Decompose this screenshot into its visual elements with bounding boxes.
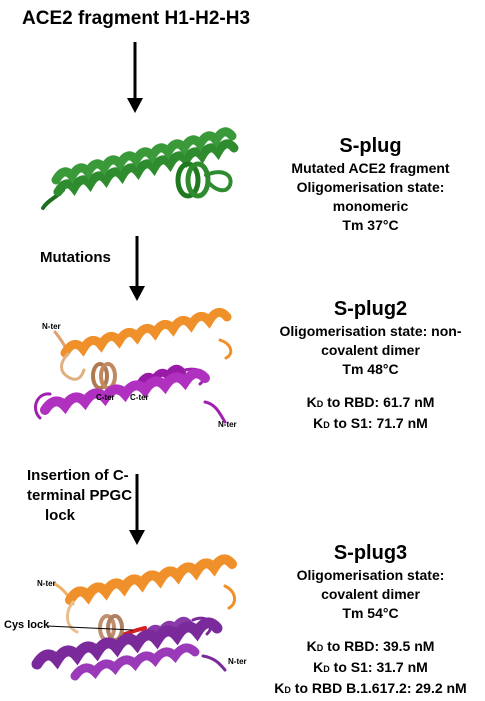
splug2-kd-s1: KD to S1: 71.7 nM — [313, 415, 428, 431]
splug2-cter-label-1: C-ter — [96, 393, 115, 402]
arrow-2 — [129, 236, 145, 301]
splug-name: S-plug — [339, 135, 402, 157]
splug3-name: S-plug3 — [333, 542, 408, 564]
step-mutations: Mutations — [40, 249, 111, 266]
step-insertion: Insertion of C- terminal PPGC lock — [27, 467, 133, 524]
splug-info: S-plug Mutated ACE2 fragment Oligomerisa… — [258, 133, 483, 235]
splug2-structure — [34, 307, 233, 424]
splug3-nter-label-1: N-ter — [37, 579, 56, 588]
splug3-nter-label-2: N-ter — [228, 657, 247, 666]
splug3-info: S-plug3 Oligomerisation state: covalent … — [258, 540, 483, 700]
splug2-name: S-plug2 — [333, 298, 408, 320]
arrow-1 — [127, 42, 143, 113]
cys-lock-label: Cys lock — [4, 619, 50, 631]
splug2-nter-label-2: N-ter — [218, 420, 237, 429]
splug3-kd-rbd: KD to RBD: 39.5 nM — [306, 638, 435, 654]
splug3-kd-rbd-delta: KD to RBD B.1.617.2: 29.2 nM — [274, 680, 467, 696]
page-title: ACE2 fragment H1-H2-H3 — [22, 8, 251, 29]
splug2-kd-rbd: KD to RBD: 61.7 nM — [306, 394, 435, 410]
splug2-cter-label-2: C-ter — [130, 393, 149, 402]
splug3-kd-s1: KD to S1: 31.7 nM — [313, 659, 428, 675]
splug2-info: S-plug2 Oligomerisation state: non- cova… — [258, 296, 483, 435]
splug2-nter-label-1: N-ter — [42, 322, 61, 331]
cys-lock-pointer — [46, 625, 134, 631]
splug3-structure — [31, 554, 237, 681]
splug-structure — [41, 127, 239, 210]
